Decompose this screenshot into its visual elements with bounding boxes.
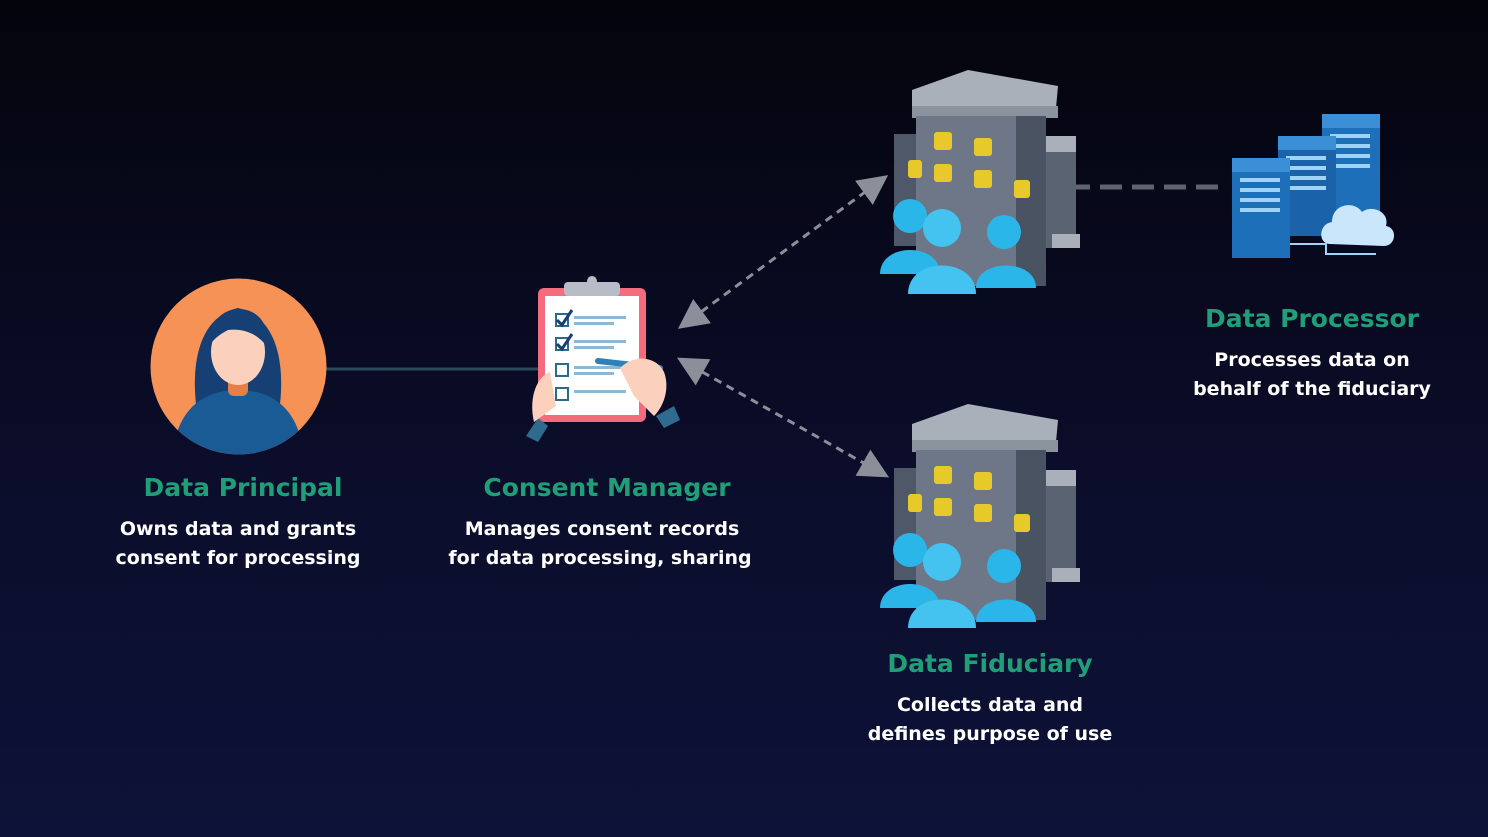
- consent-upper-fiduciary-arrow: [677, 175, 889, 329]
- data-fiduciary-desc-line1: Collects data and: [896, 694, 1084, 716]
- consent-manager-desc-line1: Manages consent records: [464, 518, 740, 540]
- data-fiduciary-title: Data Fiduciary: [887, 649, 1093, 678]
- data-principal-title: Data Principal: [143, 473, 343, 502]
- data-processor-title: Data Processor: [1204, 304, 1420, 333]
- consent-lower-fiduciary-arrow: [676, 357, 890, 478]
- data-processor-desc-line1: Processes data on: [1214, 349, 1410, 371]
- consent-manager-title: Consent Manager: [483, 473, 731, 502]
- office-building-people-icon: [880, 70, 1080, 294]
- consent-manager-desc-line2: for data processing, sharing: [448, 547, 752, 569]
- office-building-people-icon: [880, 404, 1080, 628]
- data-processor-desc-line2: behalf of the fiduciary: [1193, 378, 1431, 400]
- data-fiduciary-desc-line2: defines purpose of use: [867, 723, 1113, 745]
- user-avatar-icon: [150, 278, 327, 455]
- clipboard-checklist-icon: [526, 276, 680, 442]
- data-principal-desc-line1: Owns data and grants: [119, 518, 357, 540]
- data-principal-desc-line2: consent for processing: [115, 547, 361, 569]
- server-cloud-icon: [1232, 114, 1395, 258]
